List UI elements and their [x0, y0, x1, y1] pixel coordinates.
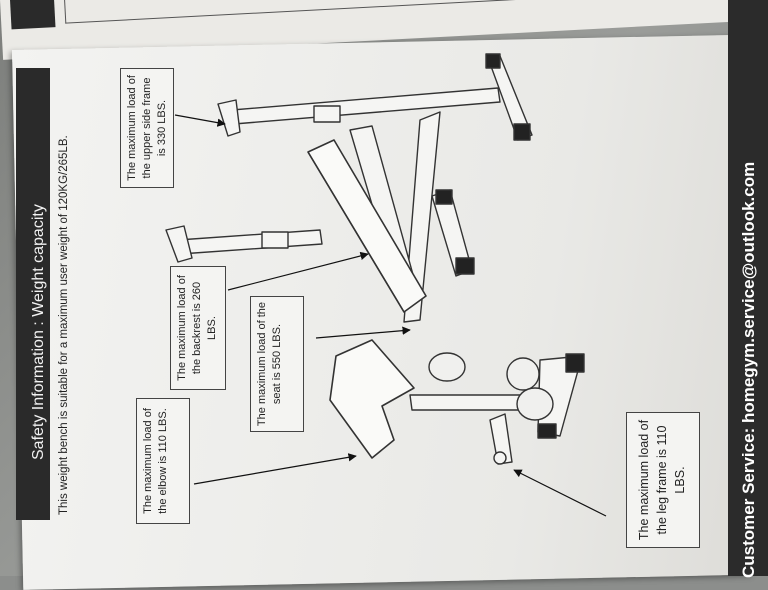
callout-upper-side-frame-text: The maximum load of the upper side frame… [126, 75, 168, 181]
callout-elbow: The maximum load of the elbow is 110 LBS… [136, 398, 190, 524]
upper-side-frame [217, 53, 533, 141]
callout-arrows [174, 114, 607, 517]
seat [329, 339, 415, 459]
callout-leg-frame: The maximum load of the leg frame is 110… [626, 412, 700, 548]
callout-elbow-text: The maximum load of the elbow is 110 LBS… [142, 408, 169, 514]
customer-service-text: Customer Service: homegym.service@outloo… [739, 161, 758, 578]
callout-backrest: The maximum load of the backrest is 260 … [170, 266, 226, 390]
callout-leg-frame-text: The maximum load of the leg frame is 110… [637, 419, 687, 541]
callout-upper-side-frame: The maximum load of the upper side frame… [120, 68, 174, 188]
section-header-band [16, 68, 50, 520]
lower-side-frame [165, 225, 323, 263]
backrest [307, 139, 427, 313]
leg-frame [409, 352, 585, 465]
callout-seat: The maximum load of the seat is 550 LBS. [250, 296, 304, 432]
callout-seat-text: The maximum load of the seat is 550 LBS. [256, 301, 283, 427]
footer-band [728, 0, 768, 576]
callout-backrest-text: The maximum load of the backrest is 260 … [176, 275, 218, 381]
weight-bench-diagram [165, 53, 607, 517]
